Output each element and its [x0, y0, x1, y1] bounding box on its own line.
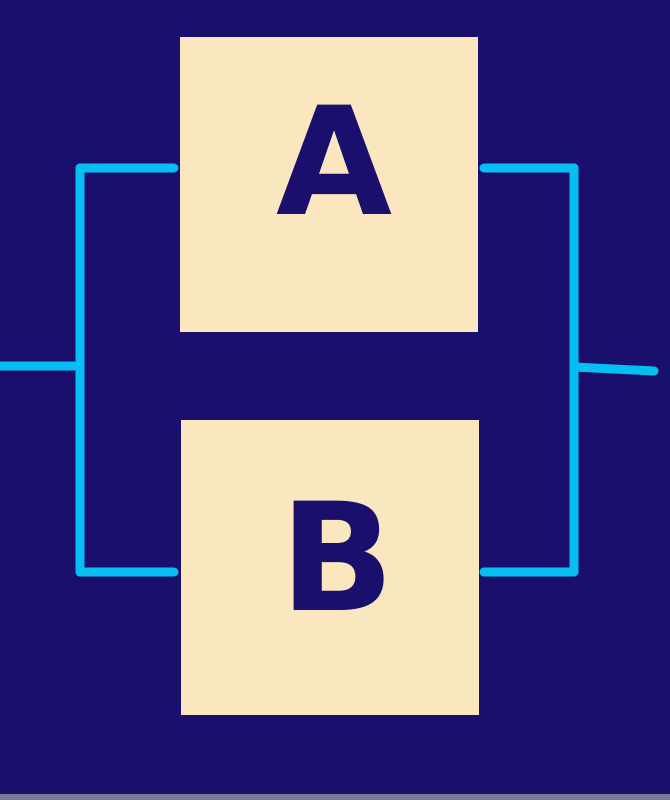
block-a-box: [180, 37, 478, 332]
input-wiring: [0, 163, 179, 577]
block-a: A: [180, 37, 478, 332]
output-lead-wire: [569, 362, 659, 376]
block-b-label: B: [280, 472, 394, 646]
bottom-edge-strip: [0, 794, 670, 800]
block-b-box: [181, 420, 479, 715]
block-a-label: A: [276, 76, 392, 250]
output-wiring: [479, 163, 659, 577]
block-b: B: [181, 420, 479, 715]
